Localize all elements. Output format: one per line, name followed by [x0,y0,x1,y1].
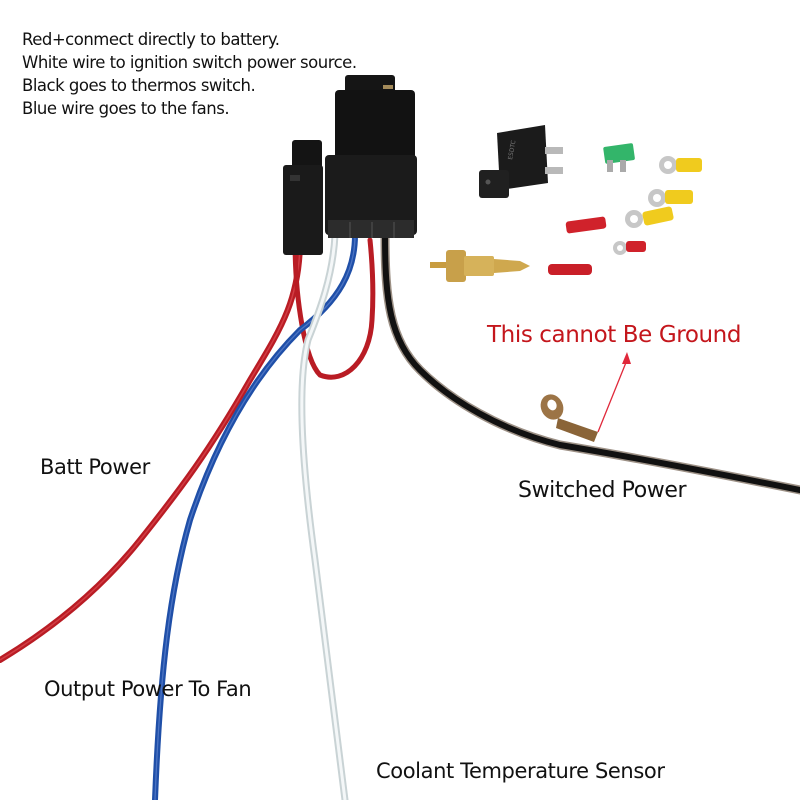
warning-label: This cannot Be Ground [487,322,742,348]
blue-wire-fan [152,232,358,800]
kit-ring-terminal-2 [648,189,693,207]
switched-power-label: Switched Power [518,478,687,503]
output-power-label: Output Power To Fan [44,677,252,701]
fuse-holder [283,140,323,255]
instructions-block: Red+conmect directly to battery. White w… [22,28,357,120]
kit-ring-terminal-1 [659,156,702,174]
kit-ring-terminal-red [613,241,646,255]
kit-thermo-switch [430,250,530,282]
kit-relay: ESDTC [479,125,563,198]
batt-power-label: Batt Power [40,455,150,479]
relay-socket [325,75,417,238]
kit-spade-connector [565,216,607,234]
svg-text:ESDTC: ESDTC [507,140,517,161]
coolant-sensor-label: Coolant Temperature Sensor [376,759,665,783]
kit-fuse [603,143,635,172]
instruction-red: Red+conmect directly to battery. [22,30,280,49]
instruction-white: White wire to ignition switch power sour… [22,53,357,72]
kit-ring-terminal-3 [625,206,674,228]
instruction-blue: Blue wire goes to the fans. [22,99,230,118]
red-wire-loop [292,237,376,380]
ground-ring-terminal [540,394,598,442]
kit-butt-connector [548,264,592,275]
instruction-black: Black goes to thermos switch. [22,76,256,95]
red-wire-batt [0,237,303,663]
warning-arrow [597,359,628,433]
